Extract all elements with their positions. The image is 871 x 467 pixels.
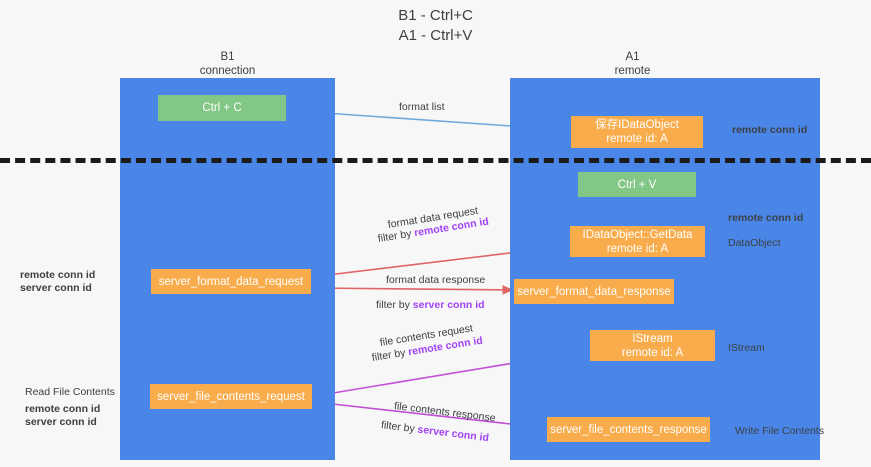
column-header-a1-name: A1 (625, 51, 640, 63)
node-save-idataobject-line2: remote id: A (606, 133, 668, 145)
edge-label-format-data-response-filter-key: server conn id (412, 299, 485, 311)
node-istream[interactable]: IStream remote id: A (590, 330, 715, 361)
edge-label-format-data-response-filter-prefix: filter by (376, 299, 413, 311)
side-label-left-remote-conn-id-mid: remote conn id (20, 269, 96, 281)
column-header-b1: B1 connection (135, 50, 320, 78)
node-idataobject-getdata-line2: remote id: A (606, 242, 669, 255)
diagram-title-line2: A1 - Ctrl+V (398, 27, 473, 44)
section-divider (0, 158, 871, 163)
column-header-b1-role: connection (199, 65, 256, 77)
side-label-left-server-conn-id-mid: server conn id (20, 282, 92, 294)
side-label-right-istream: IStream (728, 342, 765, 354)
node-server-format-data-request[interactable]: server_format_data_request (151, 269, 311, 294)
diagram-title-line1: B1 - Ctrl+C (398, 7, 473, 24)
side-label-right-write-file-contents: Write File Contents (735, 425, 825, 437)
node-server-file-contents-response-label: server_file_contents_response (550, 423, 707, 436)
edge-label-format-data-response-filter: filter by server conn id (376, 299, 485, 312)
diagram-title: B1 - Ctrl+C A1 - Ctrl+V (0, 6, 871, 46)
column-header-a1-role: remote (614, 65, 651, 77)
side-label-left-remote-conn-id-bottom: remote conn id (25, 403, 101, 415)
edge-label-format-data-response: format data response (386, 274, 486, 286)
node-server-file-contents-response[interactable]: server_file_contents_response (547, 417, 710, 442)
arrow-file-contents-response (314, 401, 548, 432)
side-label-right-remote-conn-id-mid: remote conn id (728, 212, 804, 224)
node-idataobject-getdata[interactable]: IDataObject::GetData remote id: A (570, 226, 705, 257)
node-server-file-contents-request-label: server_file_contents_request (157, 390, 305, 403)
node-istream-line1: IStream (632, 332, 673, 345)
node-server-format-data-response[interactable]: server_format_data_response (514, 279, 674, 304)
column-header-b1-name: B1 (220, 51, 235, 63)
node-istream-line2: remote id: A (621, 346, 684, 359)
side-label-left-server-conn-id-bottom: server conn id (25, 416, 97, 428)
node-ctrl-c-label: Ctrl + C (202, 102, 242, 114)
arrow-format-data-response (310, 285, 514, 295)
node-server-format-data-request-label: server_format_data_request (158, 275, 304, 288)
node-save-idataobject-line1: 保存IDataObject (595, 119, 679, 131)
side-label-right-remote-conn-id-top: remote conn id (732, 124, 808, 136)
node-server-format-data-response-label: server_format_data_response (517, 285, 671, 298)
node-ctrl-v[interactable]: Ctrl + V (578, 172, 696, 197)
edge-label-format-list: format list (399, 101, 445, 113)
node-ctrl-v-label: Ctrl + V (617, 178, 657, 191)
node-server-file-contents-request[interactable]: server_file_contents_request (150, 384, 312, 409)
column-header-a1: A1 remote (540, 50, 725, 78)
node-ctrl-c[interactable]: Ctrl + C (158, 95, 286, 121)
side-label-right-dataobject: DataObject (728, 237, 781, 249)
node-save-idataobject[interactable]: 保存IDataObject remote id: A (571, 116, 703, 148)
side-label-left-read-file-contents: Read File Contents (25, 386, 115, 398)
node-idataobject-getdata-line1: IDataObject::GetData (582, 228, 693, 241)
